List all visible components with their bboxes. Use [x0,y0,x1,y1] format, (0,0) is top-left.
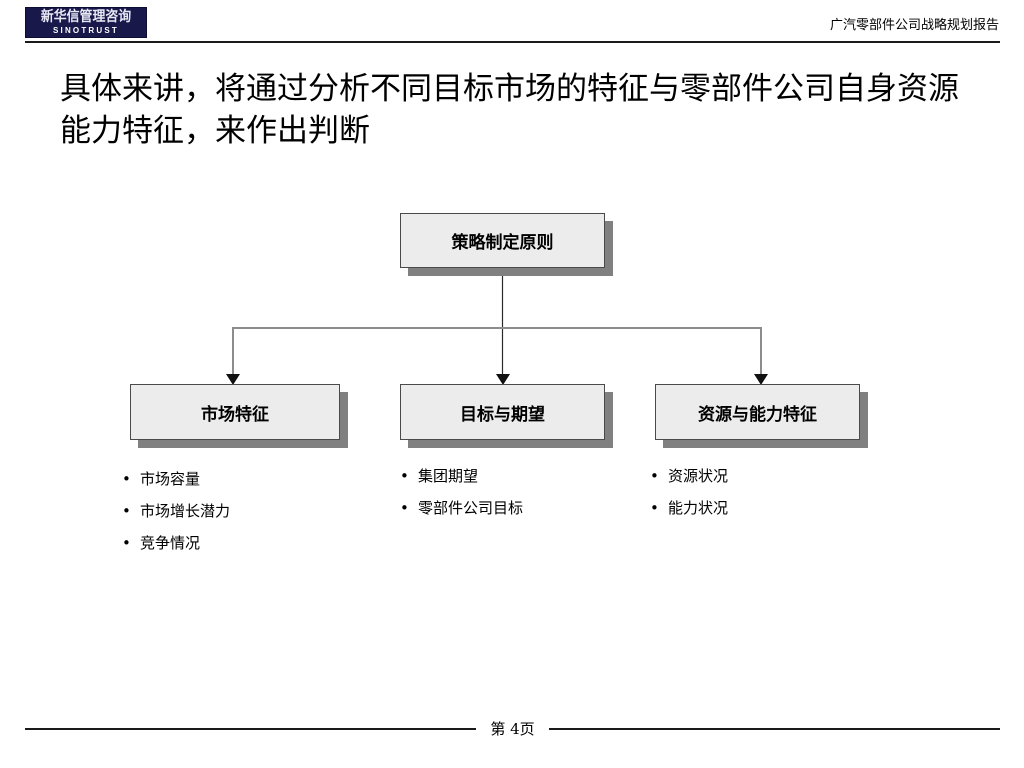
list-item: • 零部件公司目标 [400,497,523,519]
bullet-icon: • [122,534,131,552]
list-item-label: 市场容量 [140,470,201,488]
diagram-node-resources-capabilities[interactable]: 资源与能力特征 [655,384,868,448]
list-item: • 竞争情况 [122,532,230,554]
header-divider [25,41,1000,43]
diagram-node-root[interactable]: 策略制定原则 [400,213,613,276]
logo-english-text: SINOTRUST [52,25,120,35]
node-label: 策略制定原则 [451,233,554,253]
logo-chinese-text: 新华信管理咨询 [40,8,132,25]
footer: 第 4页 [25,718,1000,740]
list-item-label: 集团期望 [418,467,479,485]
footer-line-right [548,728,1000,730]
list-item: • 资源状况 [650,465,728,487]
list-item-label: 零部件公司目标 [418,499,524,517]
bullet-icon: • [400,499,409,517]
node-label: 资源与能力特征 [698,404,817,425]
bullet-list-goals-expectations: • 集团期望 • 零部件公司目标 [400,465,523,529]
list-item: • 市场容量 [122,468,230,490]
node-face: 目标与期望 [400,384,605,440]
list-item-label: 市场增长潜力 [140,502,231,520]
bullet-list-market-characteristics: • 市场容量 • 市场增长潜力 • 竞争情况 [122,468,230,564]
bullet-list-resources-capabilities: • 资源状况 • 能力状况 [650,465,728,529]
footer-line-left [25,728,477,730]
bullet-icon: • [400,467,409,485]
list-item: • 市场增长潜力 [122,500,230,522]
list-item-label: 资源状况 [668,467,729,485]
node-label: 目标与期望 [460,404,545,425]
report-title: 广汽零部件公司战略规划报告 [829,18,999,33]
page-number: 第 4页 [490,719,535,738]
list-item-label: 竞争情况 [140,534,201,552]
node-face: 市场特征 [130,384,340,440]
diagram-node-market-characteristics[interactable]: 市场特征 [130,384,348,448]
diagram-node-goals-expectations[interactable]: 目标与期望 [400,384,613,448]
bullet-icon: • [122,502,131,520]
bullet-icon: • [650,467,659,485]
list-item: • 集团期望 [400,465,523,487]
list-item: • 能力状况 [650,497,728,519]
bullet-icon: • [122,470,131,488]
node-label: 市场特征 [201,404,269,425]
node-face: 资源与能力特征 [655,384,860,440]
node-face: 策略制定原则 [400,213,605,268]
page-title: 具体来讲，将通过分析不同目标市场的特征与零部件公司自身资源能力特征，来作出判断 [60,71,959,149]
list-item-label: 能力状况 [668,499,729,517]
sinotrust-logo: 新华信管理咨询 SINOTRUST [25,7,147,38]
bullet-icon: • [650,499,659,517]
